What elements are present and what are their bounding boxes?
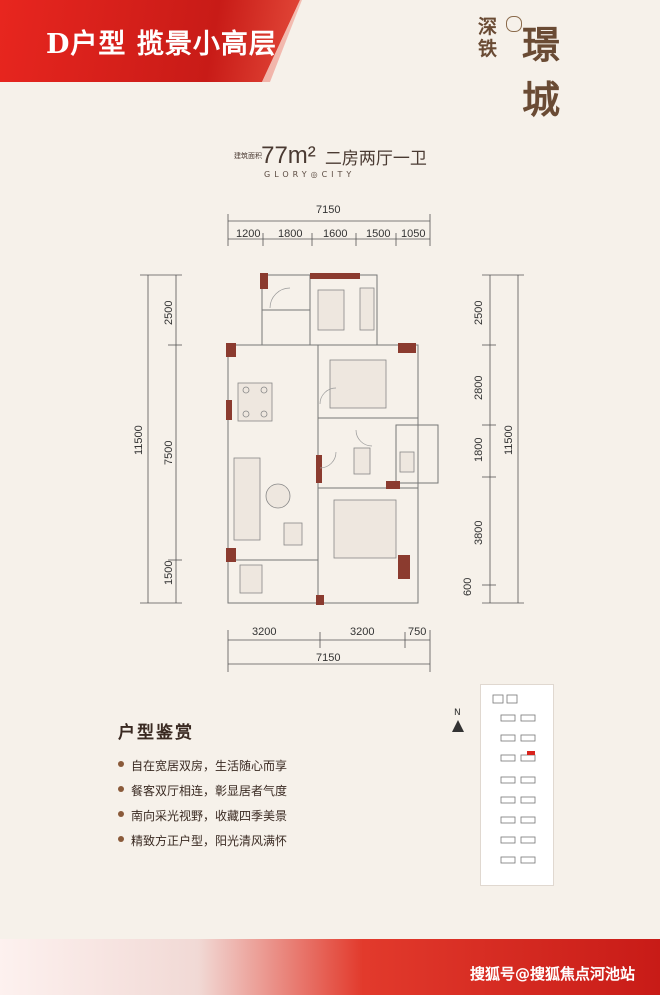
feature-item: 自在宽居双房，生活随心而享: [118, 757, 287, 782]
brand-mark-icon: [506, 16, 522, 32]
dim-bottom-total: 7150: [316, 652, 341, 664]
brand-large: 璟城: [522, 22, 560, 122]
area-label: 建筑面积: [234, 152, 262, 160]
layout-desc: 二房两厅一卫: [324, 148, 427, 169]
floor-plan: [140, 214, 524, 672]
features-title: 户型鉴赏: [118, 723, 194, 743]
area-value: 77m²: [261, 142, 316, 169]
door-swings: [269, 287, 373, 469]
north-label: N: [454, 708, 461, 718]
north-arrow-icon: [452, 720, 464, 732]
feature-item: 精致方正户型，阳光清风满怀: [118, 832, 287, 857]
banner-title: D户型 揽景小高层: [46, 29, 277, 60]
brand-small: 深铁: [478, 16, 498, 60]
feature-item: 餐客双厅相连，彰显居者气度: [118, 782, 287, 807]
title-banner: [0, 0, 300, 82]
watermark: 搜狐号@搜狐焦点河池站: [470, 965, 636, 983]
site-plan-map: [480, 684, 554, 886]
dim-bottom-seg: 3200: [252, 626, 277, 638]
dim-top-seg: 1050: [401, 228, 426, 240]
dim-bottom-seg: 3200: [350, 626, 375, 638]
project-en-name: GLORY◎CITY: [264, 170, 356, 179]
furniture: [233, 287, 415, 594]
dim-bottom-seg: 750: [408, 626, 427, 638]
header: D户型 揽景小高层 深铁 璟城: [0, 0, 660, 122]
dimension-lines: [140, 214, 524, 672]
features-list: 自在宽居双房，生活随心而享 餐客双厅相连，彰显居者气度 南向采光视野，收藏四季美…: [118, 757, 287, 857]
footer-banner: [0, 939, 660, 995]
dim-top-seg: 1500: [366, 228, 391, 240]
dim-top-seg: 1800: [278, 228, 303, 240]
feature-item: 南向采光视野，收藏四季美景: [118, 807, 287, 832]
unit-summary: 建筑面积 77m² 二房两厅一卫: [234, 142, 427, 170]
walls-solid: [226, 273, 416, 605]
dim-top-seg: 1200: [236, 228, 261, 240]
site-plan-buildings: [492, 694, 536, 864]
brand-logo: 深铁 璟城: [478, 10, 590, 122]
dim-top-seg: 1600: [323, 228, 348, 240]
dim-top-total: 7150: [316, 204, 341, 216]
